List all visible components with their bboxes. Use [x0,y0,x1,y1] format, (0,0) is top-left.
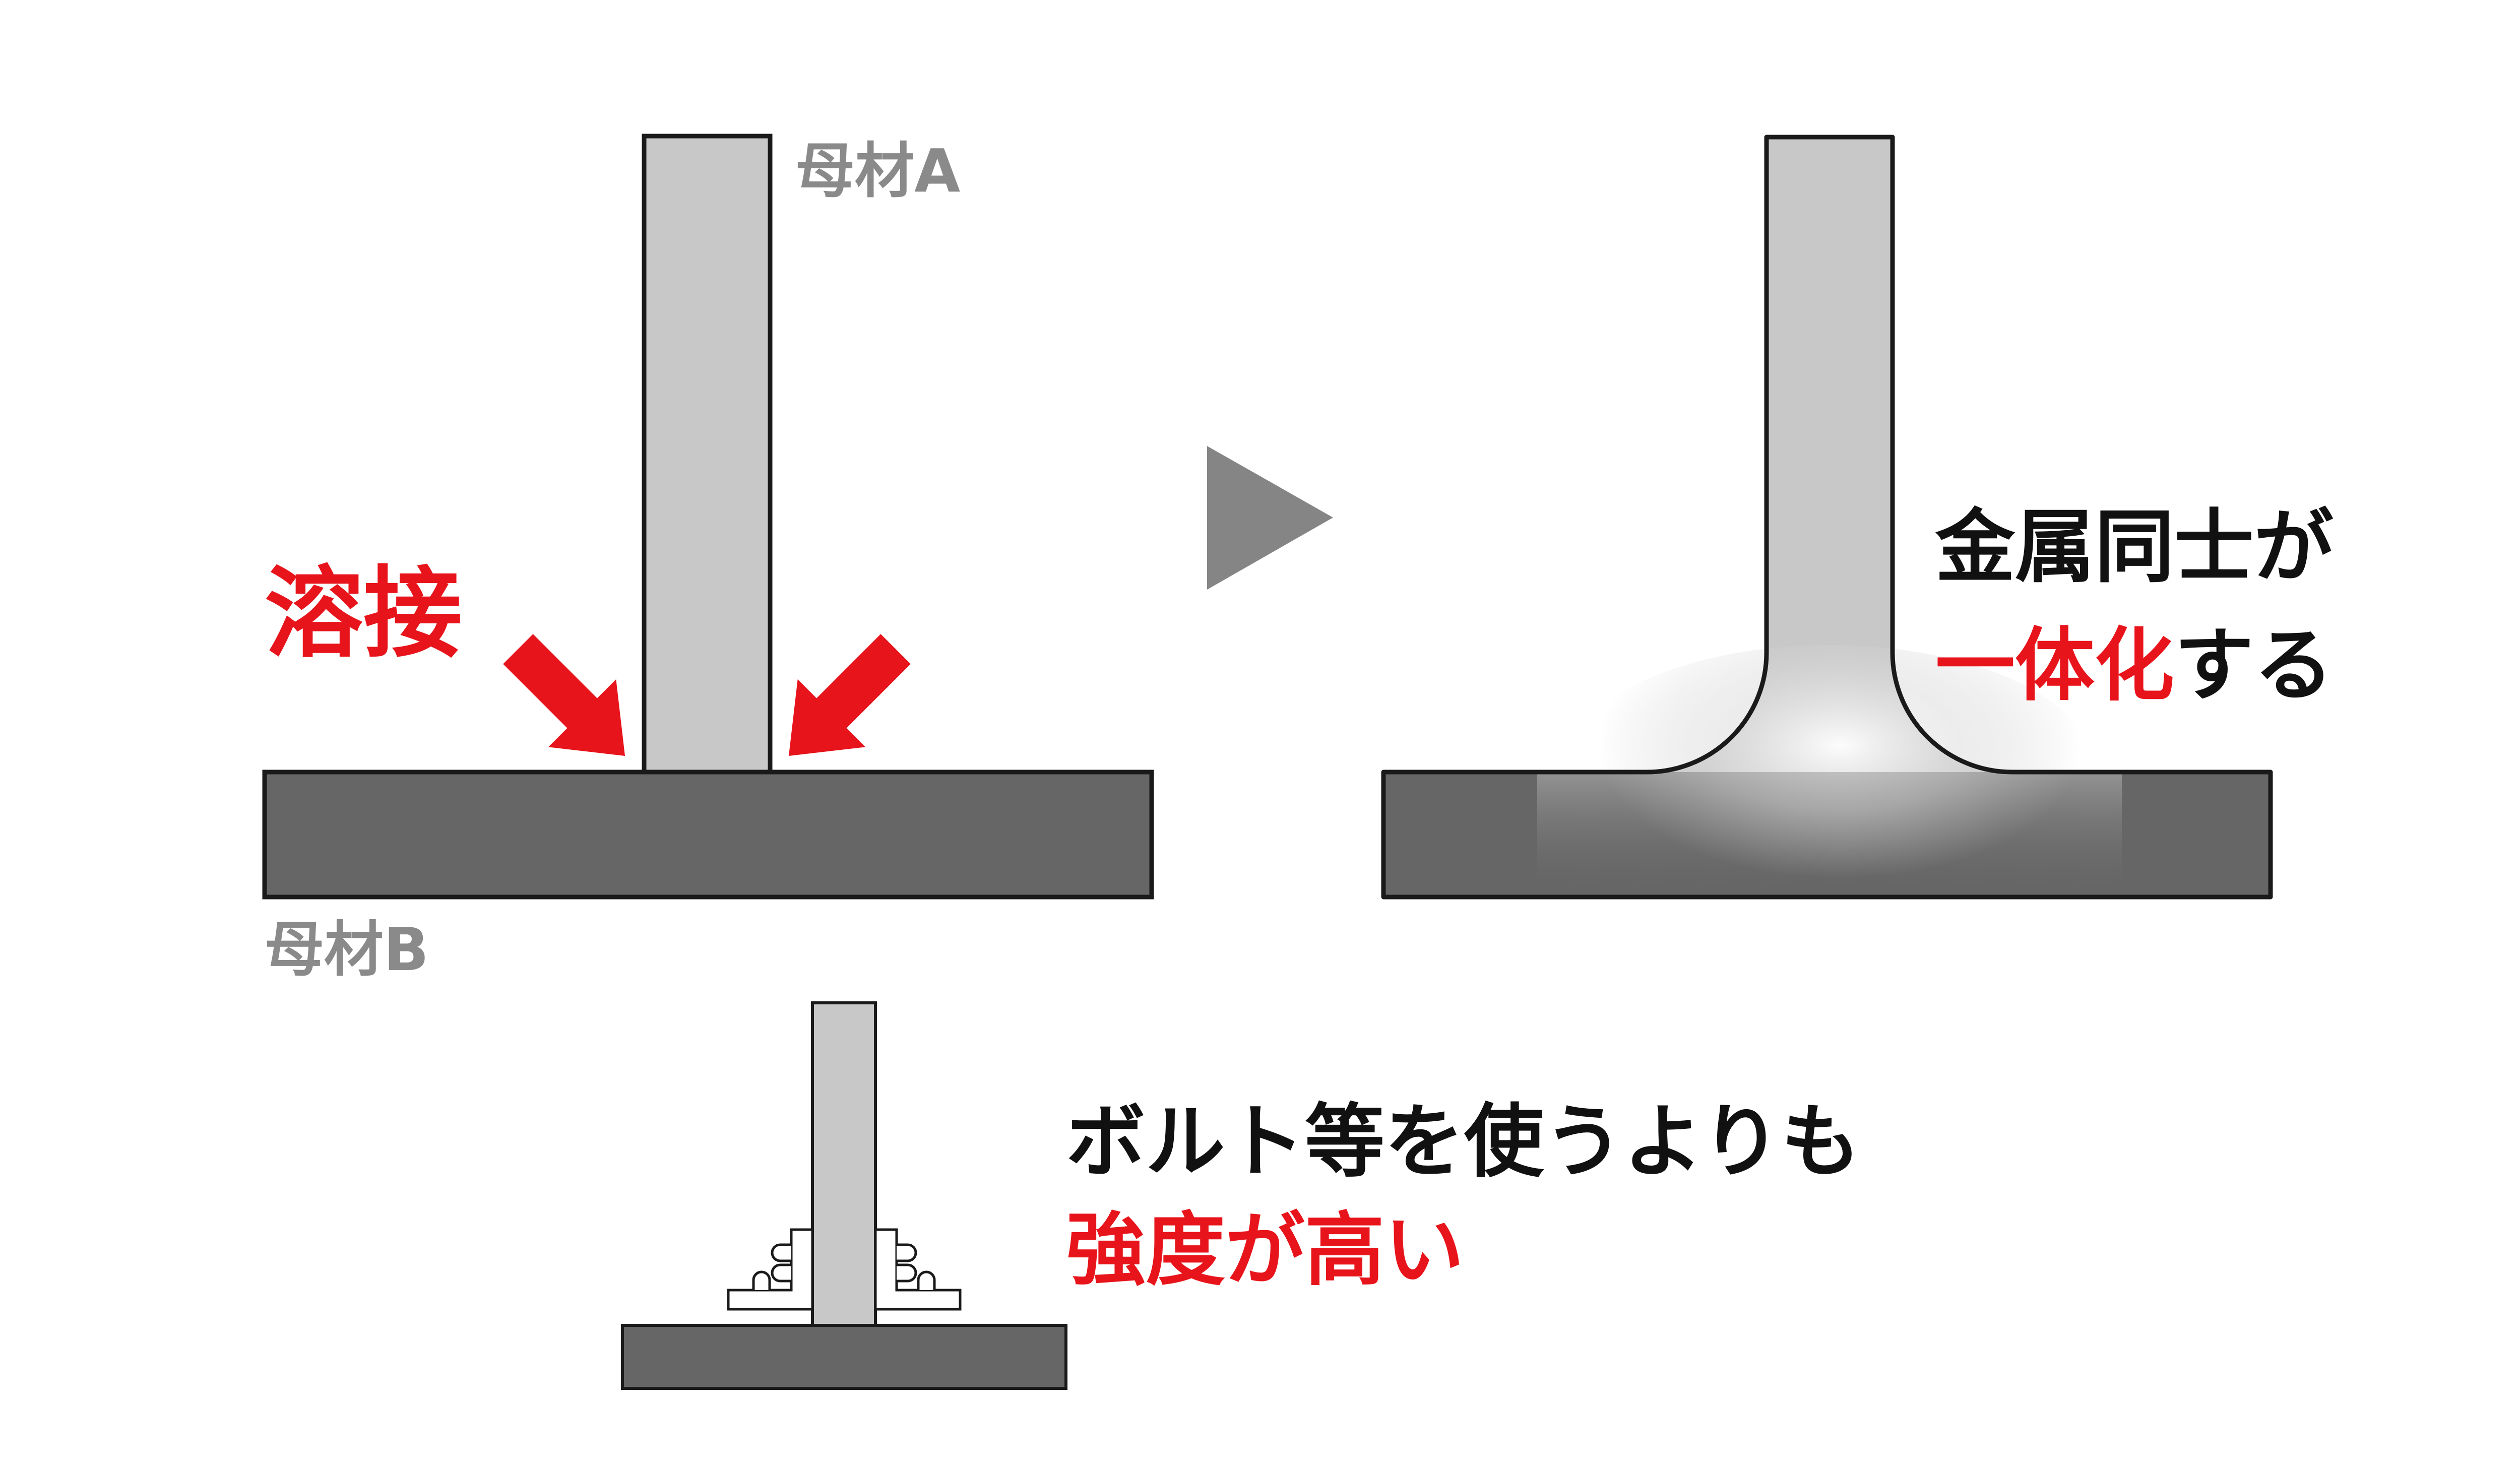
base-metal-a-plate [642,134,773,775]
bolt-icon [752,1243,936,1290]
welding-label: 溶接 [265,556,462,671]
result-unified-text: 一体化 [1935,619,2174,712]
fused-joint-outline [1381,135,2273,900]
base-metal-b-plate [262,770,1154,900]
right-angle-bracket [874,1228,962,1311]
bolted-joint-group: ボルト等を使うよりも 強度が高い [621,1001,1861,1390]
weld-arrow-left-icon [503,634,625,756]
result-line-1: 金属同士が [1935,501,2334,594]
comparison-line-2: 強度が高い [1066,1204,1464,1297]
fusion-zone-fade [1537,772,2122,897]
bolted-vertical-plate [811,1001,877,1327]
fused-joint-shape [1383,137,2271,897]
after-weld-group: 金属同士が 一体化する [1381,135,2334,900]
transition-arrow-icon [1207,446,1333,590]
bolted-base-plate [621,1324,1067,1390]
result-suffix-text: する [2174,619,2334,712]
comparison-line-1: ボルト等を使うよりも [1066,1096,1861,1188]
weld-arrow-right-icon [789,634,911,756]
base-metal-b-label: 母材B [265,915,429,984]
before-weld-group: 母材A 母材B 溶接 [262,134,1154,984]
result-line-2: 一体化する [1935,619,2334,712]
left-angle-bracket [727,1228,814,1311]
base-metal-a-label: 母材A [795,136,960,206]
